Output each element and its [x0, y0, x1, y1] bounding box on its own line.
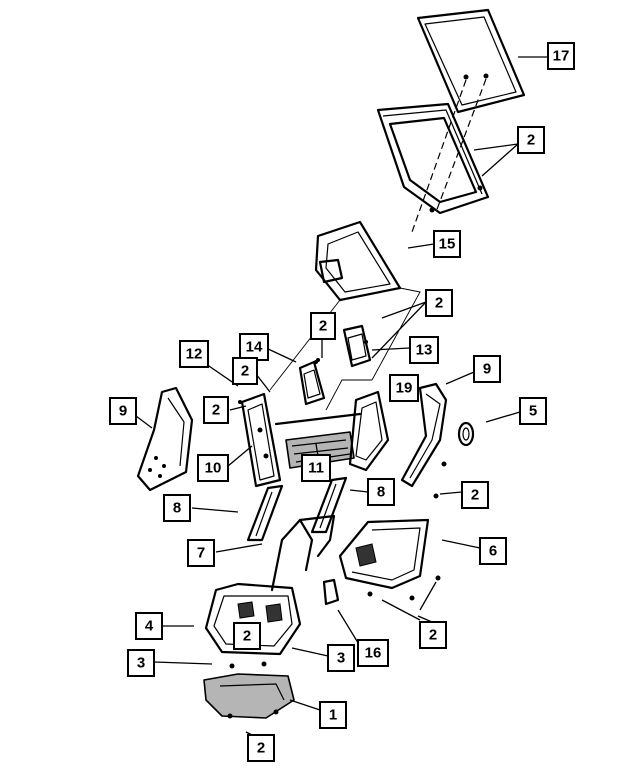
callout-2-left-label: 2 [241, 363, 249, 380]
callout-2-right: 2 [461, 481, 489, 509]
callout-10: 10 [197, 454, 229, 482]
part-15-frame [314, 220, 402, 302]
callout-10-label: 10 [205, 460, 222, 477]
callout-9-left: 9 [109, 397, 137, 425]
callout-9-right-label: 9 [483, 361, 491, 378]
part-1-shield [203, 673, 295, 719]
callout-3-left: 3 [127, 649, 155, 677]
callout-4-label: 4 [145, 618, 154, 635]
callout-14-label: 14 [246, 339, 263, 356]
callout-8-left-label: 8 [173, 500, 181, 517]
part-17-back-panel [416, 8, 526, 114]
callout-11-label: 11 [308, 460, 324, 477]
callout-17: 17 [547, 42, 575, 70]
callout-8-right-label: 8 [377, 484, 385, 501]
part-9-right-trim [400, 382, 448, 488]
callout-12-label: 12 [186, 346, 203, 363]
callout-4: 4 [135, 612, 163, 640]
part-4-base-frame [204, 582, 302, 669]
callout-15-label: 15 [439, 236, 456, 253]
part-6-cushion-pan [338, 518, 441, 590]
callout-12: 12 [179, 340, 209, 368]
assembly-line-upper-2 [435, 78, 487, 213]
callout-2-base: 2 [233, 622, 261, 650]
callout-8-left: 8 [163, 494, 191, 522]
screws [238, 360, 447, 601]
callout-8-right: 8 [367, 478, 395, 506]
seat-back-frame-upper [376, 102, 490, 215]
callout-11: 11 [301, 454, 331, 482]
part-14-bracket [298, 358, 326, 406]
callout-2-bracket-label: 2 [319, 318, 327, 335]
callout-1: 1 [319, 701, 347, 729]
callout-2-side-label: 2 [212, 402, 220, 419]
callout-9-right: 9 [473, 355, 501, 383]
part-9-left-trim [136, 386, 194, 492]
callout-2-bracket: 2 [310, 312, 336, 340]
part-5-knob [457, 421, 475, 447]
callout-15: 15 [433, 230, 461, 258]
callout-2-pan: 2 [419, 621, 447, 649]
callout-16-label: 16 [365, 645, 382, 662]
callout-6-label: 6 [489, 543, 497, 560]
part-13-bracket [342, 324, 372, 368]
callout-2-pan-label: 2 [429, 627, 437, 644]
callout-5: 5 [519, 397, 547, 425]
callout-2-top: 2 [517, 126, 545, 154]
part-16-adjuster [322, 578, 340, 606]
callout-3-left-label: 3 [137, 655, 145, 672]
callout-13-label: 13 [416, 342, 433, 359]
callout-2-base-label: 2 [243, 628, 251, 645]
part-8-track-right [310, 476, 348, 534]
callout-2-bottom: 2 [247, 734, 275, 762]
callout-6: 6 [479, 537, 507, 565]
part-8-track-left [246, 484, 284, 542]
callout-2-bottom-label: 2 [257, 740, 265, 757]
callout-2-mid-label: 2 [435, 295, 443, 312]
callout-3-right-label: 3 [337, 650, 345, 667]
callout-2-right-label: 2 [471, 487, 479, 504]
part-10-side-frame [240, 392, 282, 488]
callout-19: 19 [389, 374, 419, 402]
part-7-wire [270, 514, 336, 592]
callout-13: 13 [409, 336, 439, 364]
callout-17-label: 17 [553, 48, 570, 65]
callout-7-label: 7 [197, 545, 205, 562]
callout-16: 16 [357, 639, 389, 667]
callout-9-left-label: 9 [119, 403, 127, 420]
callout-7: 7 [187, 539, 215, 567]
callout-2-top-label: 2 [527, 132, 535, 149]
callout-2-mid: 2 [425, 289, 453, 317]
callout-14: 14 [239, 333, 269, 361]
callout-3-right: 3 [327, 644, 355, 672]
callout-2-side: 2 [203, 396, 229, 424]
leader-lines [135, 56, 548, 741]
assembly-line-upper [411, 79, 467, 233]
callout-2-left: 2 [232, 357, 258, 385]
right-recliner [348, 390, 390, 472]
callout-1-label: 1 [329, 707, 337, 724]
callout-19-label: 19 [396, 380, 413, 397]
callout-5-label: 5 [529, 403, 537, 420]
